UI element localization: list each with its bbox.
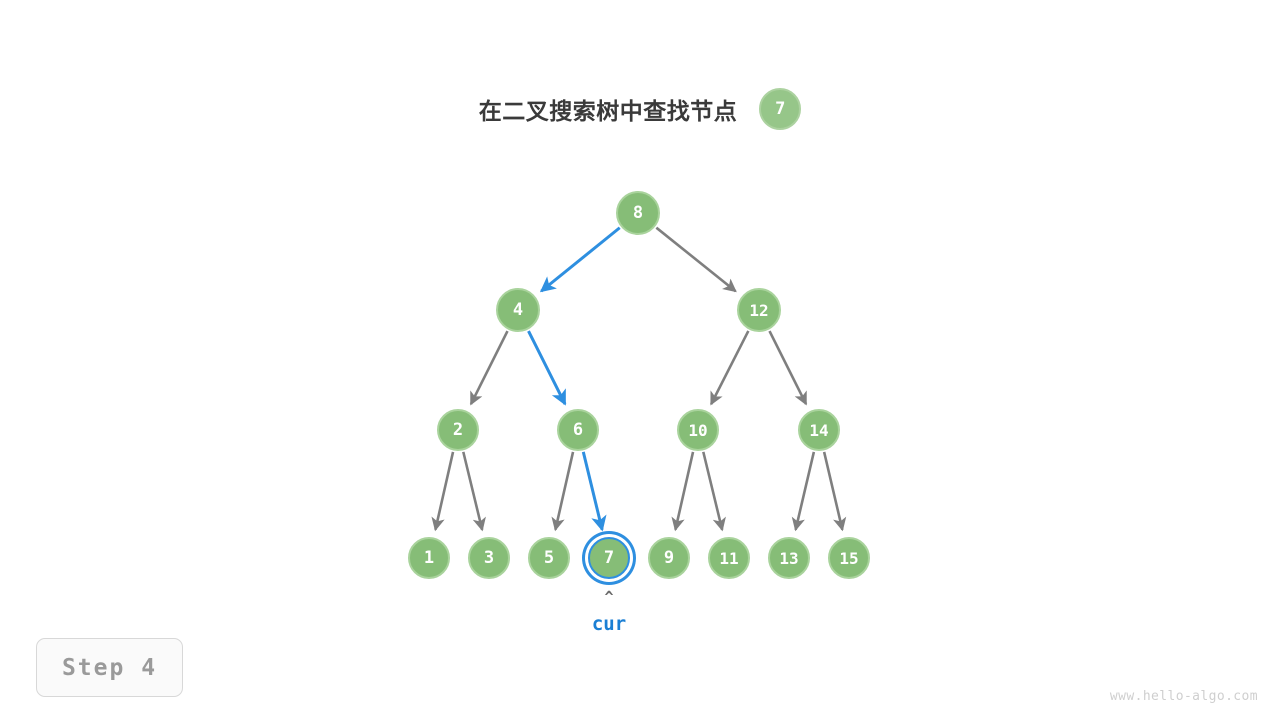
tree-node-10: 10 <box>677 409 719 451</box>
tree-node-14: 14 <box>798 409 840 451</box>
tree-node-8: 8 <box>616 191 660 235</box>
tree-node-15: 15 <box>828 537 870 579</box>
tree-edge <box>462 451 486 532</box>
tree-edge <box>581 451 607 532</box>
tree-node-9: 9 <box>648 537 690 579</box>
tree-node-5: 5 <box>528 537 570 579</box>
tree-edge <box>431 451 455 532</box>
tree-edge <box>702 451 726 532</box>
tree-node-6: 6 <box>557 409 599 451</box>
tree-edge <box>791 451 816 532</box>
tree-edge <box>768 330 808 406</box>
pointer-caret: ^ <box>604 588 614 606</box>
pointer-label-cur: cur <box>591 613 627 635</box>
tree-edge <box>539 226 621 293</box>
tree-edge <box>551 451 575 532</box>
tree-node-11: 11 <box>708 537 750 579</box>
tree-node-13: 13 <box>768 537 810 579</box>
tree-edge <box>469 330 509 406</box>
tree-edge <box>527 330 567 406</box>
tree-node-2: 2 <box>437 409 479 451</box>
tree-node-1: 1 <box>408 537 450 579</box>
tree-edge <box>655 226 737 293</box>
tree-node-4: 4 <box>496 288 540 332</box>
tree-node-7: 7 <box>588 537 630 579</box>
tree-edge <box>709 330 750 406</box>
tree-edge <box>822 451 847 532</box>
tree-edge <box>671 451 695 532</box>
step-badge: Step 4 <box>36 638 183 697</box>
tree-node-3: 3 <box>468 537 510 579</box>
watermark: www.hello-algo.com <box>1109 689 1258 704</box>
tree-node-12: 12 <box>737 288 781 332</box>
